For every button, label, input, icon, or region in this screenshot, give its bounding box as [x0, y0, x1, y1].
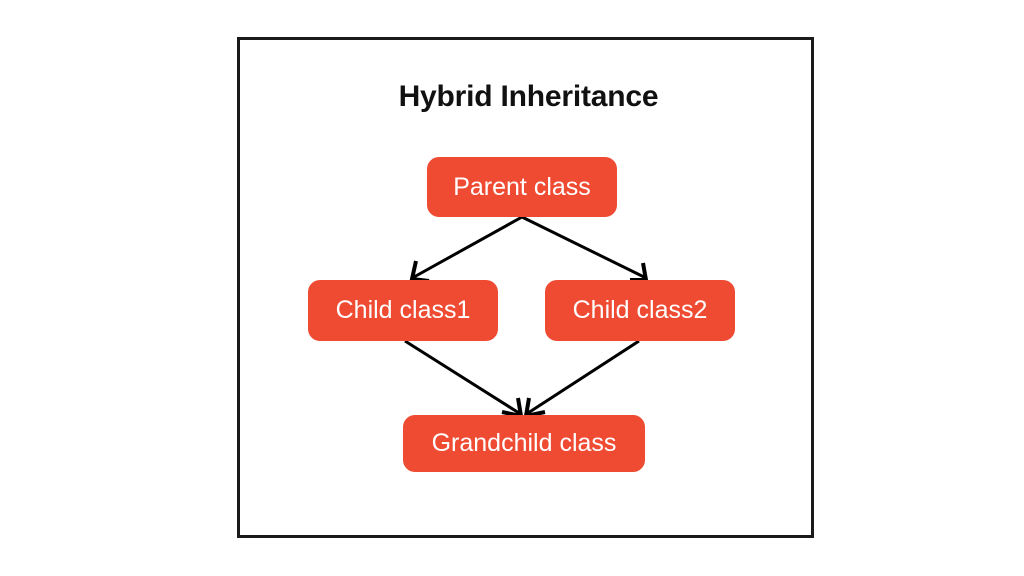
node-grandchild-class[interactable]: Grandchild class: [403, 415, 645, 472]
edges-layer: [404, 215, 649, 419]
node-label: Grandchild class: [431, 429, 617, 457]
node-label: Child class1: [335, 296, 471, 324]
diagram-frame: Hybrid Inheritance: [237, 37, 814, 538]
node-label: Child class2: [572, 296, 708, 324]
diagram-title: Hybrid Inheritance: [398, 80, 659, 113]
edge-child1-to-grandchild: [404, 339, 524, 419]
node-child-class1[interactable]: Child class1: [308, 280, 498, 341]
node-label: Parent class: [453, 172, 591, 201]
node-child-class2[interactable]: Child class2: [545, 280, 735, 341]
edge-parent-to-child1: [409, 215, 523, 283]
node-parent-class[interactable]: Parent class: [427, 157, 617, 217]
edge-parent-to-child2: [521, 215, 649, 282]
edge-child2-to-grandchild: [523, 339, 640, 419]
